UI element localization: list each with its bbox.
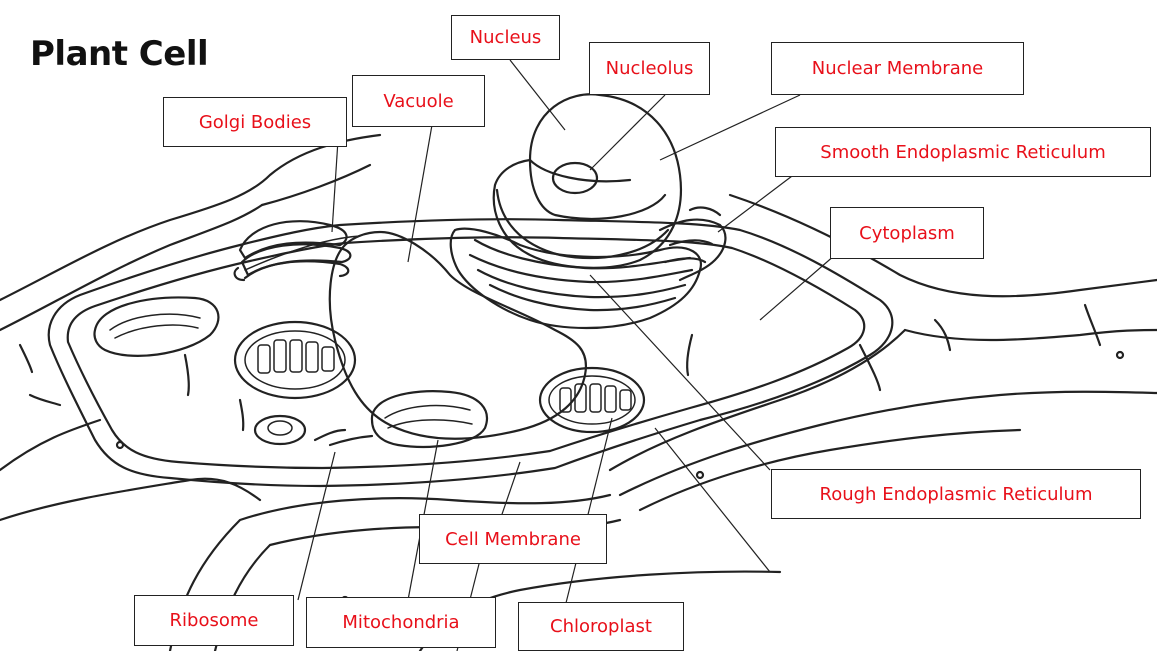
label-smooth-er: Smooth Endoplasmic Reticulum <box>775 127 1151 177</box>
leader-nucleus <box>510 60 565 130</box>
diagram-title: Plant Cell <box>30 34 208 74</box>
leader-nucleolus <box>590 95 665 170</box>
small-vesicle <box>255 416 305 444</box>
label-nucleolus: Nucleolus <box>589 42 710 95</box>
mitochondria-left-shape <box>94 297 218 355</box>
label-ribosome: Ribosome <box>134 595 294 646</box>
label-cell-membrane: Cell Membrane <box>419 514 607 564</box>
label-cytoplasm: Cytoplasm <box>830 207 984 259</box>
leader-cell-membrane <box>500 462 520 520</box>
smooth-er-shape <box>660 208 725 280</box>
chloroplast-right-shape <box>540 368 644 432</box>
leader-ribosome <box>298 452 335 600</box>
leader-smooth-er <box>718 170 800 232</box>
main-cell-wall-inner <box>68 237 864 468</box>
leader-golgi <box>332 140 338 232</box>
neighbor-cell-bottom <box>610 330 905 470</box>
label-nucleus: Nucleus <box>451 15 560 60</box>
nucleus-shape <box>494 94 681 268</box>
neighbor-cell-bottom-3 <box>0 420 100 470</box>
neighbor-cell-left-lower <box>0 479 260 520</box>
label-vacuole: Vacuole <box>352 75 485 127</box>
mitochondria-center-shape <box>372 391 487 447</box>
cell-wall-top <box>262 165 370 205</box>
label-golgi-bodies: Golgi Bodies <box>163 97 347 147</box>
label-nuclear-membrane: Nuclear Membrane <box>771 42 1024 95</box>
leader-vacuole <box>408 125 432 262</box>
label-chloroplast: Chloroplast <box>518 602 684 651</box>
main-cell-wall-outer <box>49 219 893 486</box>
label-rough-er: Rough Endoplasmic Reticulum <box>771 469 1141 519</box>
chloroplast-left-shape <box>235 322 355 398</box>
label-mitochondria: Mitochondria <box>306 597 496 648</box>
leader-rough-er-2 <box>655 428 770 572</box>
